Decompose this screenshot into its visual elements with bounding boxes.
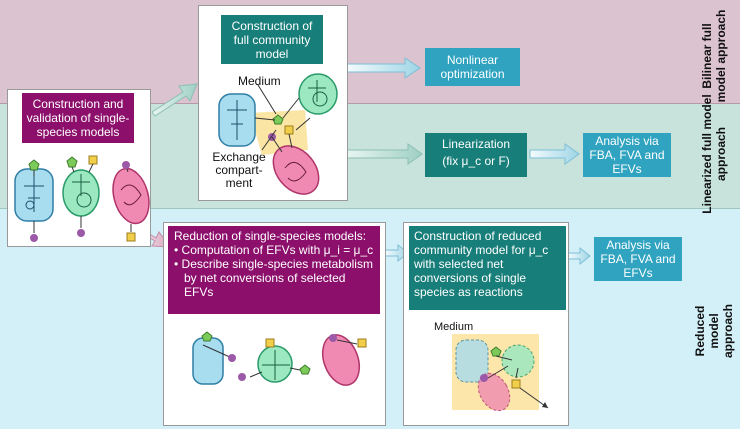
arrow-to-full-community	[151, 83, 198, 117]
box-reduction-bullet2-text: Describe single-species metabolism by ne…	[181, 257, 373, 299]
label-medium-bottom: Medium	[434, 321, 474, 333]
box-full-community-text: Construction of full community model	[231, 18, 313, 61]
full-community-drawing	[218, 73, 338, 195]
reduction-drawing	[192, 331, 367, 386]
arrow-to-nonlinear	[346, 57, 421, 79]
single-species-blue-cell	[14, 159, 54, 242]
box-nonlinear-text: Nonlinear optimization	[440, 53, 505, 81]
box-linearization-line2: (fix μ_c or F)	[442, 154, 510, 168]
band-bilinear	[0, 0, 740, 104]
box-analysis-full-text: Analysis via FBA, FVA and EFVs	[589, 134, 665, 176]
box-reduced-community-text: Construction of reduced community model …	[414, 229, 549, 299]
box-analysis-full: Analysis via FBA, FVA and EFVs	[583, 133, 671, 177]
box-single-species-text: Construction and validation of single-sp…	[26, 97, 130, 139]
arrow-to-linearization	[346, 143, 423, 165]
reduced-community-drawing	[452, 334, 549, 412]
box-reduction-bullet2: • Describe single-species metabolism by …	[174, 257, 373, 299]
box-analysis-reduced: Analysis via FBA, FVA and EFVs	[594, 237, 682, 281]
box-reduction: Reduction of single-species models: • Co…	[168, 226, 380, 314]
single-species-pink-cell	[112, 161, 150, 242]
label-medium-top: Medium	[238, 74, 281, 88]
box-reduction-bullet1: • Computation of EFVs with μ_i = μ_c	[174, 243, 374, 257]
box-full-community: Construction of full community model	[221, 15, 323, 64]
box-reduction-title: Reduction of single-species models:	[174, 229, 367, 243]
single-species-green-cell	[62, 155, 100, 237]
box-nonlinear: Nonlinear optimization	[425, 48, 520, 86]
box-reduction-bullet1-text: Computation of EFVs with μ_i = μ_c	[181, 243, 374, 257]
box-analysis-reduced-text: Analysis via FBA, FVA and EFVs	[600, 238, 676, 280]
arrow-to-analysis-reduced	[567, 246, 591, 266]
arrow-to-analysis-full	[529, 143, 580, 165]
box-single-species: Construction and validation of single-sp…	[22, 93, 134, 143]
box-reduced-community: Construction of reduced community model …	[409, 226, 566, 310]
label-exchange: Exchange compart-ment	[212, 150, 266, 190]
box-linearization-line1: Linearization	[441, 137, 511, 151]
box-linearization: Linearization (fix μ_c or F)	[425, 133, 527, 177]
